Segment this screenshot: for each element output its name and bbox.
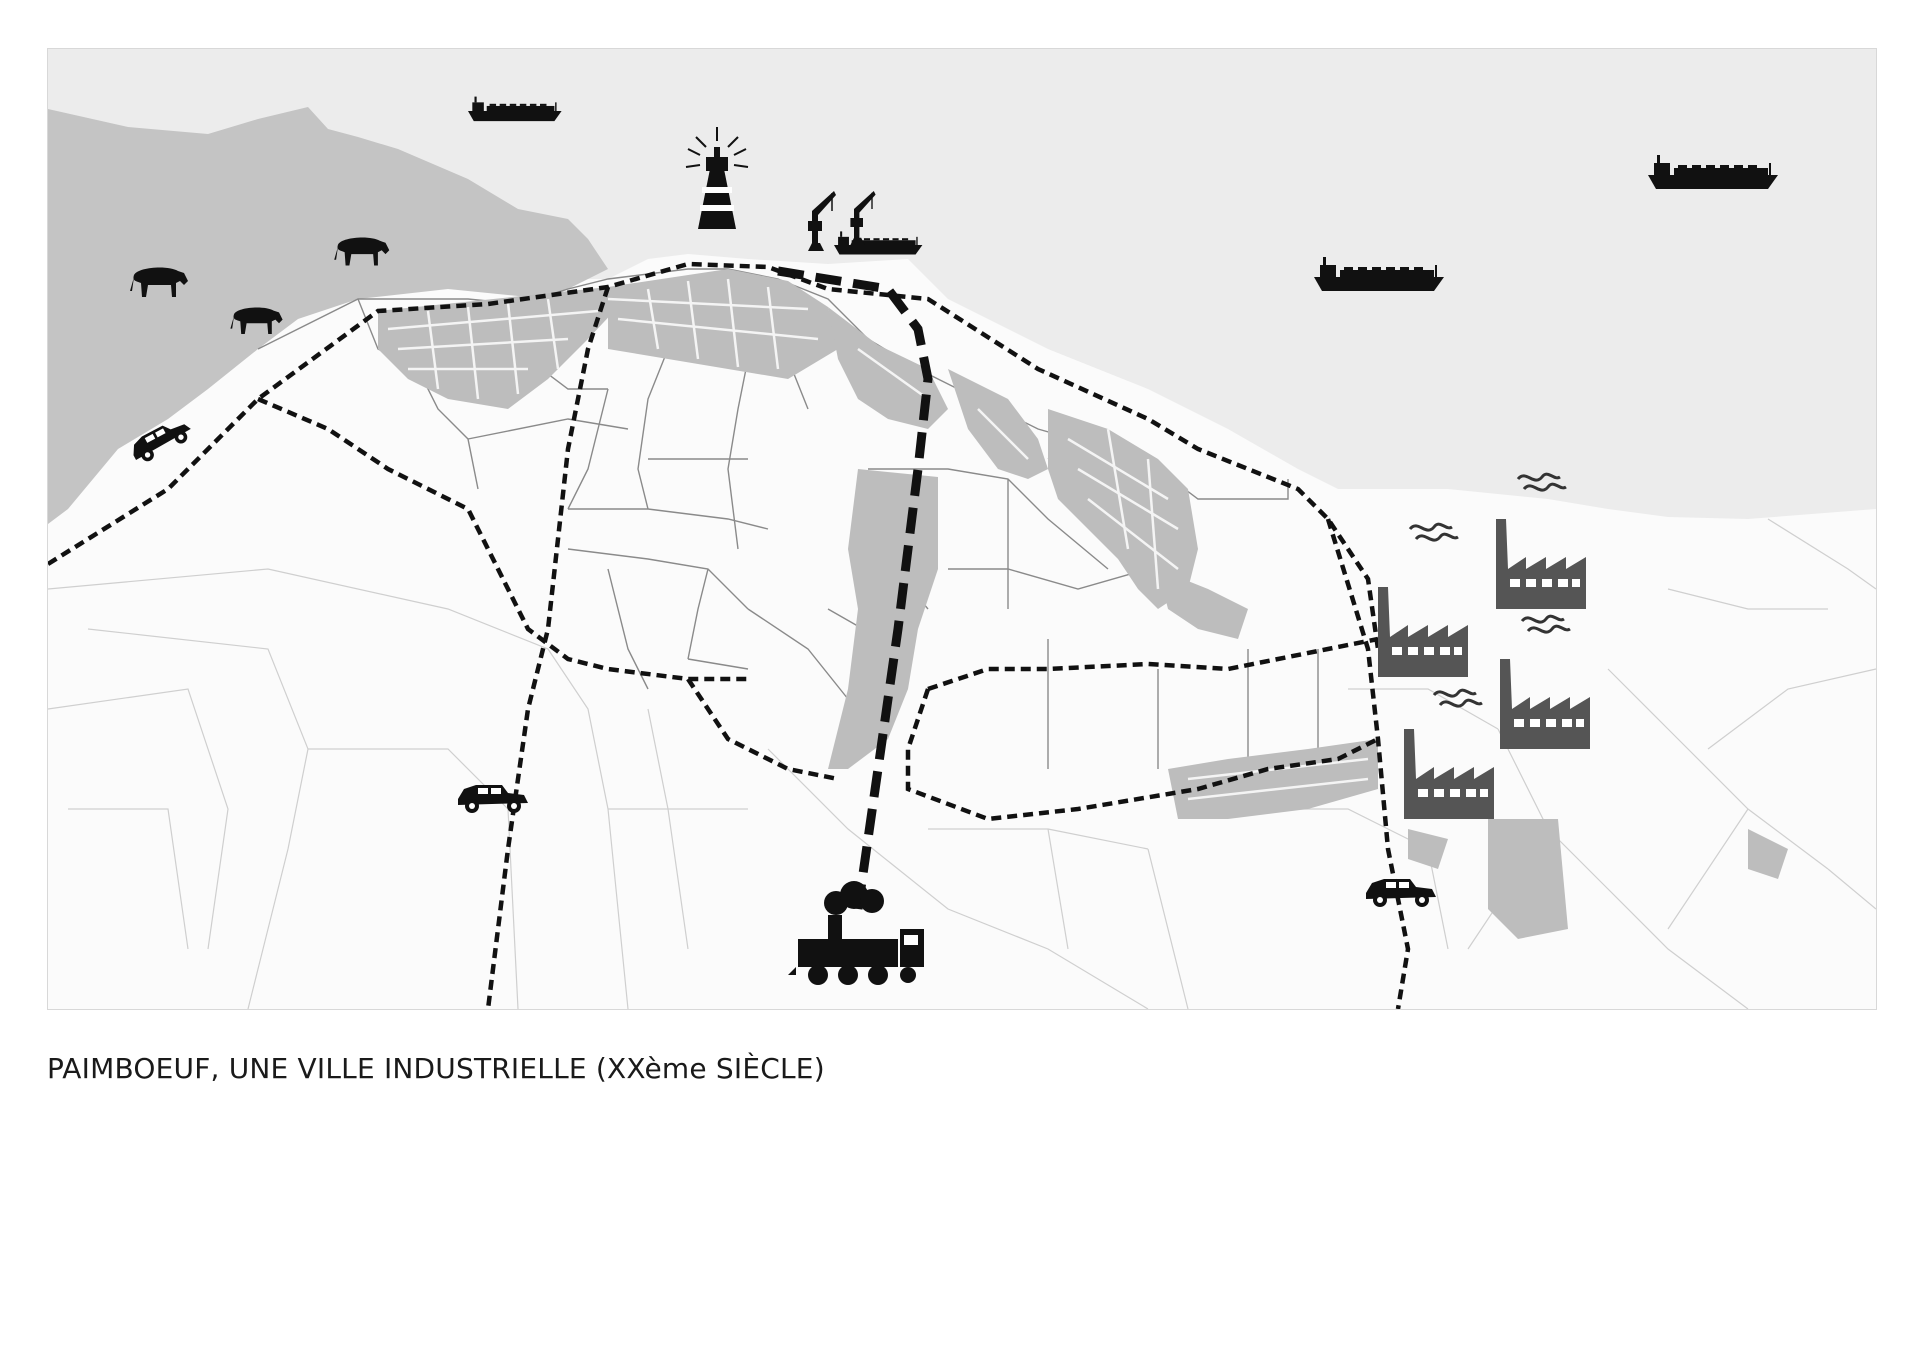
factory-icon [1496,519,1586,609]
smoke-icon [1432,688,1484,708]
factory-icon [1500,659,1590,749]
road-network [48,261,1411,1009]
map-caption: PAIMBOEUF, UNE VILLE INDUSTRIELLE (XXème… [47,1052,825,1085]
railway-line [777,266,933,910]
smoke-icon [1520,614,1572,634]
countryside-lines [48,518,1876,1009]
factory-icon [1404,729,1494,819]
marsh-bank [48,107,608,524]
estuary-water [48,49,1876,519]
town-buildings [378,269,1788,939]
factory-icon [1378,587,1468,677]
town-street-grid [387,278,1369,801]
steam-locomotive-icon [788,881,924,985]
smoke-icon [1408,522,1460,542]
lighthouse-icon [685,127,749,229]
vintage-car-icon [458,785,528,813]
map-frame [47,48,1877,1010]
railway-corridor [828,469,938,769]
